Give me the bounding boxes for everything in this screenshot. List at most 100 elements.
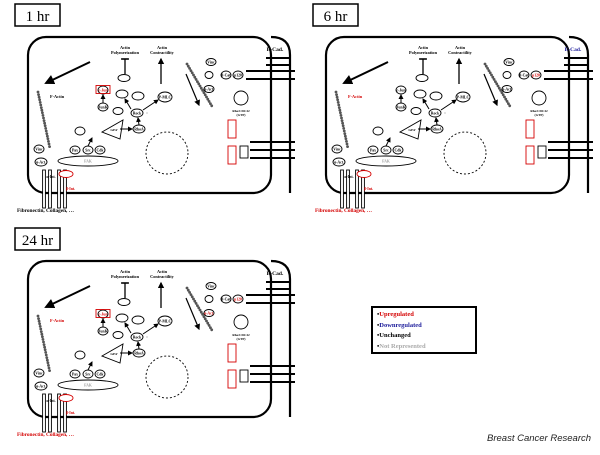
alpha-integrin-leg xyxy=(48,169,52,209)
actin-polymerization-label: Actin xyxy=(120,45,131,50)
junction-protein-box xyxy=(239,145,249,159)
cortical-actin-bead xyxy=(484,64,488,68)
cortical-actin-bead xyxy=(203,93,207,97)
cortical-actin-bead xyxy=(206,97,210,101)
actin-polymerization-label: Actin xyxy=(418,45,429,50)
p120-node-label: p120 xyxy=(234,73,242,77)
f-actin-bead xyxy=(340,119,344,122)
rho-cdc42-label: (GTP) xyxy=(535,113,544,117)
cortical-actin-bead xyxy=(190,71,194,75)
f-actin-bead xyxy=(39,103,43,107)
actin-contractility-label: Contractility xyxy=(150,274,174,279)
beta-integrin-leg xyxy=(355,169,359,209)
f-actin-bead xyxy=(337,103,341,107)
f-actin-bead xyxy=(44,129,48,133)
paxillin-node-label: Pax xyxy=(72,372,78,376)
alpha-integrin-label: α-Int. xyxy=(46,399,55,403)
beta-catenin-node-label: β-Cat xyxy=(221,73,231,77)
actin-polymerization-label: Polymerization xyxy=(111,50,140,55)
src-to-gef-arrow xyxy=(385,137,391,147)
cortical-actin-bead xyxy=(492,78,496,81)
f-actin-bead xyxy=(345,142,349,146)
cell-panel-3: 24 hrActinPolymerizationActinContractili… xyxy=(14,227,295,438)
cortical-actin-bead xyxy=(193,75,197,79)
f-actin-bead xyxy=(342,127,346,130)
cortical-actin-bead xyxy=(483,62,487,66)
beta-integrin-leg xyxy=(63,169,67,209)
gef-label: GEF xyxy=(110,128,117,132)
e-cadherin-label: E-Cad. xyxy=(565,47,582,53)
cadherin-bar xyxy=(569,70,593,72)
mlcp-node xyxy=(131,315,145,325)
f-actin-bead xyxy=(42,116,45,120)
f-actin-bead xyxy=(339,114,343,117)
time-label: 6 hr xyxy=(324,9,348,25)
cortical-actin-bead xyxy=(207,324,211,327)
junction-bar xyxy=(266,64,290,66)
cortical-actin-bead xyxy=(488,71,492,75)
actin-contractility-label: Actin xyxy=(455,45,466,50)
f-actin-bead xyxy=(340,116,343,120)
ecad-vinculin-node-label: Vinc xyxy=(207,60,215,64)
f-actin-bead xyxy=(37,317,40,320)
cdk-node xyxy=(94,145,106,155)
cortical-actin-bead xyxy=(205,95,208,99)
ecad-actinin-node-label: α-Act. xyxy=(204,311,214,315)
cortical-actin-bead xyxy=(508,104,512,108)
beta-integrin-label: β-Int. xyxy=(66,411,75,415)
cdk-node-label: Cdk xyxy=(395,148,403,152)
rac-node xyxy=(372,126,384,136)
cortical-actin-bead xyxy=(494,80,497,83)
cortical-actin-bead xyxy=(197,306,201,310)
journal-credit: Breast Cancer Research xyxy=(487,433,592,444)
cadherin-bar xyxy=(271,302,295,304)
p120-node xyxy=(232,70,244,80)
cortical-actin-bead xyxy=(209,326,212,329)
junction-bar xyxy=(266,57,290,59)
rhoa-node-label: RhoA xyxy=(432,127,442,131)
f-actin-bead xyxy=(37,93,40,96)
tight-junction-bar xyxy=(250,157,295,159)
f-actin-bead xyxy=(42,343,46,346)
cortical-actin-bead xyxy=(497,86,501,90)
rhoa-to-rock-arrow xyxy=(136,341,142,350)
cortical-actin-bead xyxy=(210,328,214,332)
rhoa-node-label: RhoA xyxy=(134,127,144,131)
rhoa-node-label: RhoA xyxy=(134,351,144,355)
actin-arrow xyxy=(185,73,200,107)
tight-junction-bar xyxy=(250,365,295,367)
legend-label-not-represented: Not Represented xyxy=(379,342,426,350)
limk-node xyxy=(115,89,129,99)
migration-arrow xyxy=(44,285,91,309)
ecad-actinin-node xyxy=(501,85,513,93)
cortical-actin-bead xyxy=(196,80,199,83)
f-actin-bead xyxy=(38,325,42,328)
cortical-actin-bead xyxy=(203,317,207,321)
beta-integrin-label: β-Int. xyxy=(364,187,373,191)
paxillin-node-label: Pax xyxy=(72,148,78,152)
beta-integrin-leg xyxy=(361,169,365,209)
legend-bullet: • xyxy=(377,311,380,318)
cortical-actin-bead xyxy=(207,100,211,103)
cortical-actin-bead xyxy=(500,91,504,94)
fak-label: FAK xyxy=(84,160,92,164)
beta-integrin-leg xyxy=(57,169,61,209)
alpha-actinin-node-label: α-Act. xyxy=(36,384,46,388)
f-actin-bead xyxy=(48,369,51,372)
f-actin-bead xyxy=(43,124,47,128)
f-actin-bead xyxy=(338,108,342,112)
limk-node xyxy=(115,313,129,323)
f-actin-bead xyxy=(42,340,45,344)
p120-node-label: p120 xyxy=(234,297,242,301)
cortical-actin-bead xyxy=(201,313,205,316)
cortical-actin-bead xyxy=(189,293,193,296)
cortical-actin-bead xyxy=(192,297,195,301)
cortical-actin-bead xyxy=(495,82,499,86)
f-actin-bead xyxy=(343,134,347,138)
fak-node xyxy=(57,155,119,167)
rock-node xyxy=(428,108,442,118)
tight-junction-bar xyxy=(548,157,593,159)
rock-to-limk-arrow xyxy=(422,98,430,110)
f-actin-label: F-Actin xyxy=(50,94,65,99)
